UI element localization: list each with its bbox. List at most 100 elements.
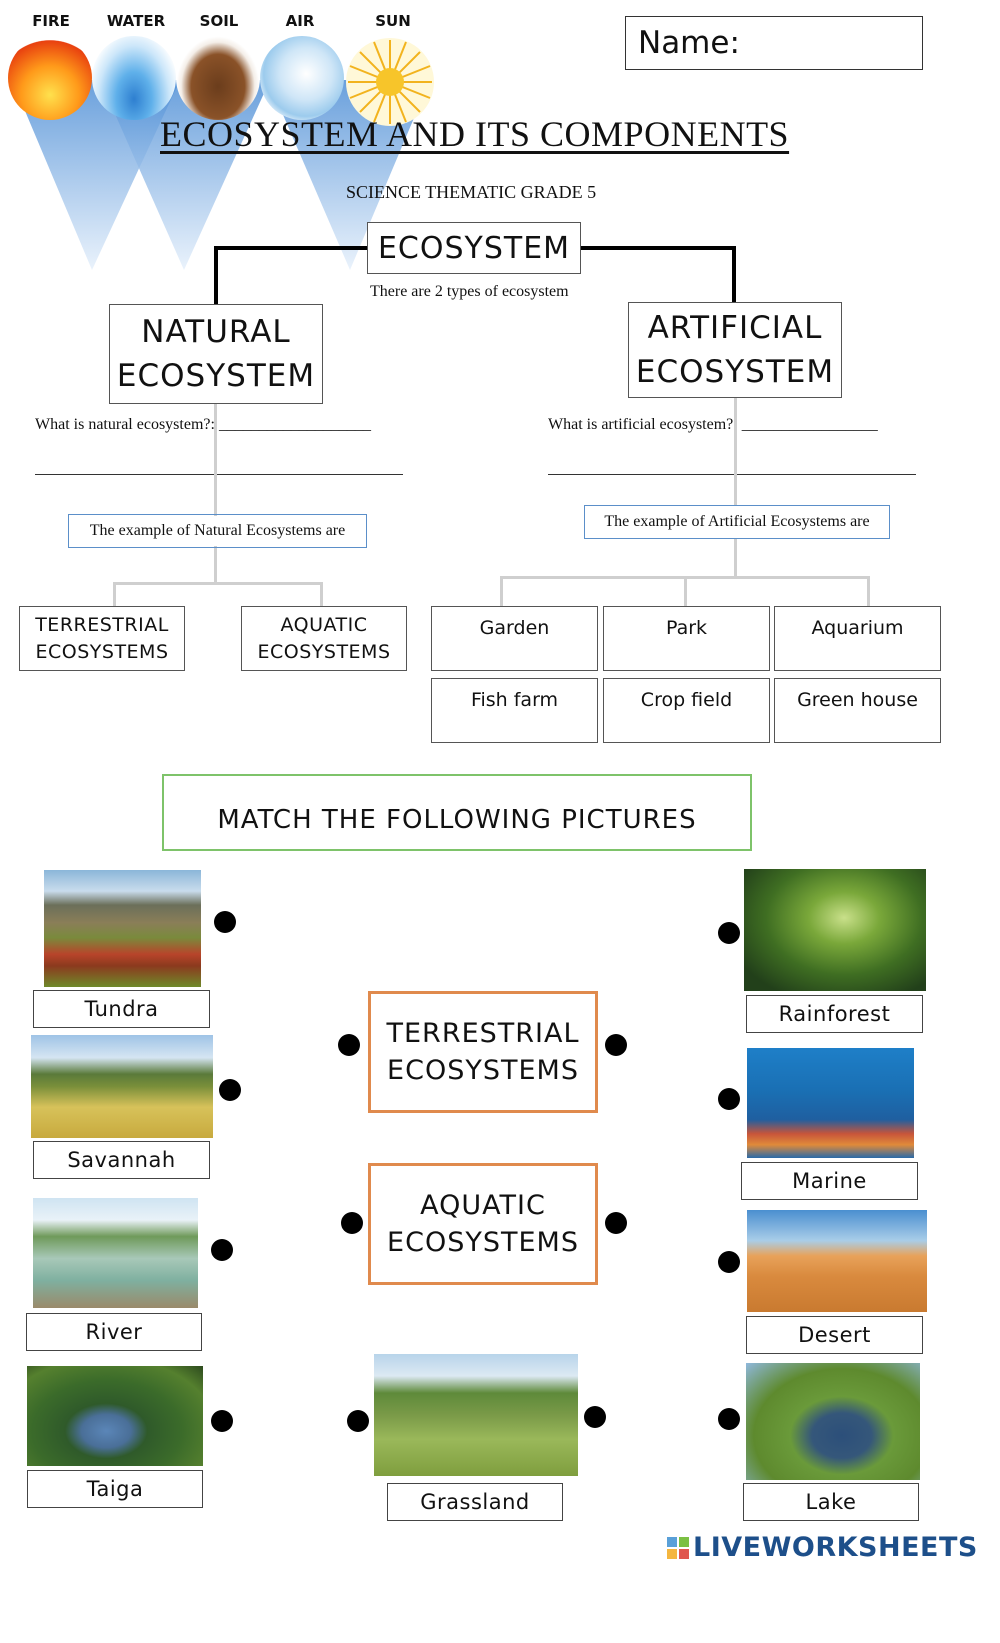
brand-logo: LIVEWORKSHEETS: [667, 1532, 978, 1563]
name-label: Name:: [638, 25, 740, 61]
artificial-question[interactable]: What is artificial ecosystem?: _________…: [548, 416, 878, 433]
label-text: Rainforest: [778, 1002, 891, 1026]
type-line1: TERRESTRIAL: [35, 613, 169, 636]
match-dot[interactable]: [718, 1251, 740, 1273]
natural-line1: NATURAL: [141, 314, 291, 350]
example-label: Fish farm: [470, 689, 559, 711]
natural-example-label: The example of Natural Ecosystems are: [68, 514, 367, 548]
example-aquarium: Aquarium: [774, 606, 941, 671]
example-label: Green house: [797, 689, 918, 711]
lake-image: [746, 1363, 920, 1480]
connector: [867, 576, 870, 608]
lake-label[interactable]: Lake: [743, 1483, 919, 1521]
connector: [214, 246, 218, 306]
match-dot[interactable]: [341, 1212, 363, 1234]
terrestrial-type-box: TERRESTRIAL ECOSYSTEMS: [19, 606, 185, 671]
brand-name: LIVEWORKSHEETS: [693, 1532, 978, 1563]
artificial-line1: ARTIFICIAL: [647, 310, 823, 346]
example-crop-field: Crop field: [603, 678, 770, 743]
natural-example-text: The example of Natural Ecosystems are: [89, 522, 346, 539]
match-heading-box: MATCH THE FOLLOWING PICTURES: [162, 774, 752, 851]
example-label: Crop field: [640, 689, 733, 711]
example-garden: Garden: [431, 606, 598, 671]
example-fish-farm: Fish farm: [431, 678, 598, 743]
match-heading: MATCH THE FOLLOWING PICTURES: [217, 805, 697, 835]
taiga-image: [27, 1366, 203, 1466]
element-label-fire: FIRE: [32, 12, 70, 30]
river-label[interactable]: River: [26, 1313, 202, 1351]
label-text: Grassland: [420, 1490, 530, 1514]
decorative-triangles: [12, 80, 420, 270]
box-line1: TERRESTRIAL: [386, 1018, 580, 1049]
connector: [734, 398, 737, 506]
brand-icon: [667, 1536, 689, 1559]
box-line1: AQUATIC: [420, 1190, 546, 1221]
connector: [580, 246, 736, 250]
match-dot[interactable]: [584, 1406, 606, 1428]
match-dot[interactable]: [718, 1088, 740, 1110]
ecosystem-note: There are 2 types of ecosystem: [370, 283, 569, 300]
label-text: Marine: [792, 1169, 867, 1193]
name-field[interactable]: Name:: [625, 16, 923, 70]
match-dot[interactable]: [718, 922, 740, 944]
grassland-label[interactable]: Grassland: [387, 1483, 563, 1521]
label-text: Tundra: [84, 997, 159, 1021]
match-dot[interactable]: [214, 911, 236, 933]
natural-answer-line[interactable]: [35, 474, 403, 475]
label-text: Savannah: [67, 1148, 176, 1172]
rainforest-image: [744, 869, 926, 991]
savannah-image: [31, 1035, 213, 1138]
element-label-sun: SUN: [375, 12, 411, 30]
aquatic-match-box: AQUATIC ECOSYSTEMS: [368, 1163, 598, 1285]
type-line2: ECOSYSTEMS: [35, 640, 169, 663]
desert-image: [747, 1210, 927, 1312]
match-dot[interactable]: [605, 1212, 627, 1234]
example-label: Aquarium: [811, 617, 904, 639]
match-dot[interactable]: [347, 1410, 369, 1432]
natural-ecosystem-box: NATURAL ECOSYSTEM: [109, 304, 323, 404]
type-line2: ECOSYSTEMS: [257, 640, 391, 663]
connector: [214, 246, 368, 250]
connector: [320, 582, 323, 608]
artificial-example-label: The example of Artificial Ecosystems are: [584, 505, 890, 539]
artificial-answer-line[interactable]: [548, 474, 916, 475]
label-text: Desert: [798, 1323, 871, 1347]
ecosystem-box: ECOSYSTEM: [367, 222, 581, 274]
connector: [734, 538, 737, 578]
element-label-soil: SOIL: [199, 12, 239, 30]
box-line2: ECOSYSTEMS: [387, 1055, 579, 1086]
example-green-house: Green house: [774, 678, 941, 743]
grassland-image: [374, 1354, 578, 1476]
fire-icon: [8, 36, 92, 120]
connector: [214, 546, 217, 584]
tundra-label[interactable]: Tundra: [33, 990, 210, 1028]
match-dot[interactable]: [338, 1034, 360, 1056]
savannah-label[interactable]: Savannah: [33, 1141, 210, 1179]
example-label: Garden: [479, 617, 550, 639]
artificial-example-text: The example of Artificial Ecosystems are: [604, 513, 870, 530]
match-dot[interactable]: [605, 1034, 627, 1056]
match-dot[interactable]: [211, 1410, 233, 1432]
tundra-image: [44, 870, 201, 987]
artificial-line2: ECOSYSTEM: [635, 354, 835, 390]
desert-label[interactable]: Desert: [746, 1316, 923, 1354]
example-park: Park: [603, 606, 770, 671]
rainforest-label[interactable]: Rainforest: [746, 995, 923, 1033]
taiga-label[interactable]: Taiga: [27, 1470, 203, 1508]
connector: [113, 582, 323, 585]
connector: [214, 404, 217, 516]
connector: [732, 246, 736, 304]
match-dot[interactable]: [219, 1079, 241, 1101]
example-label: Park: [665, 617, 708, 639]
water-icon: [92, 36, 176, 120]
artificial-ecosystem-box: ARTIFICIAL ECOSYSTEM: [628, 302, 842, 398]
element-label-water: WATER: [106, 12, 166, 30]
label-text: Lake: [805, 1490, 857, 1514]
connector: [500, 576, 503, 608]
element-label-air: AIR: [285, 12, 315, 30]
match-dot[interactable]: [718, 1408, 740, 1430]
label-text: Taiga: [86, 1477, 144, 1501]
natural-question[interactable]: What is natural ecosystem?: ____________…: [35, 416, 371, 433]
marine-label[interactable]: Marine: [741, 1162, 918, 1200]
match-dot[interactable]: [211, 1239, 233, 1261]
